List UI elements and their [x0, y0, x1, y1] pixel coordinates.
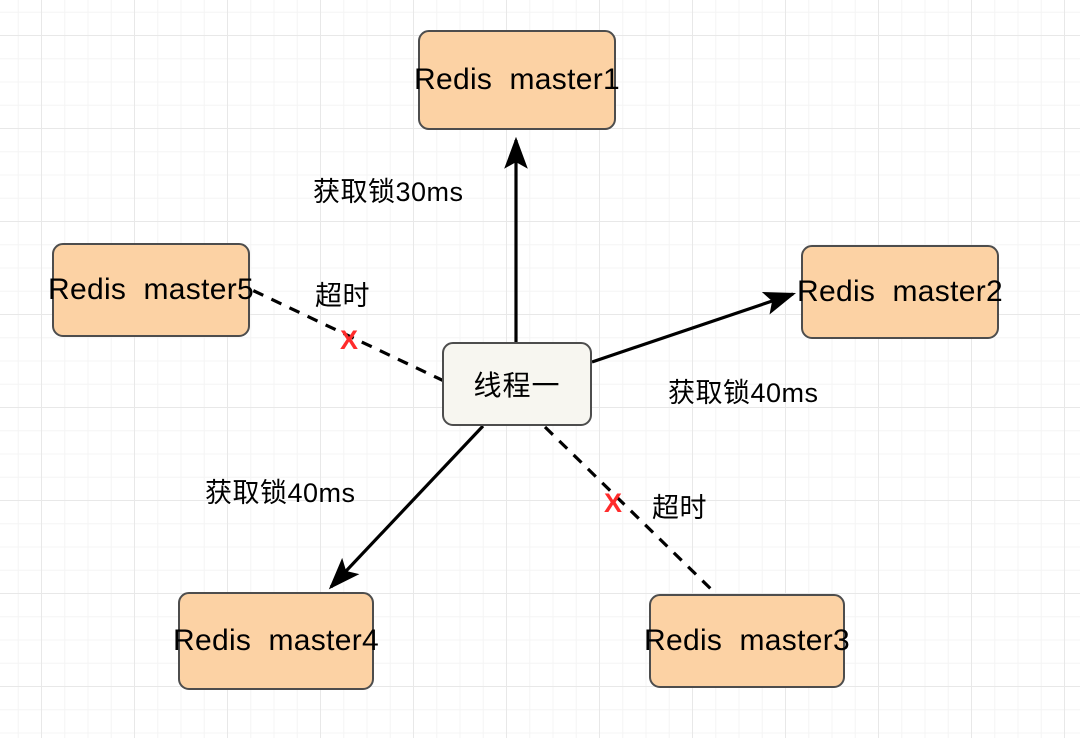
- node-label: Redis master5: [48, 273, 254, 306]
- node-thread-one[interactable]: 线程一: [442, 342, 592, 426]
- node-redis-master4[interactable]: Redis master4: [173, 592, 379, 690]
- edge-label-thread-to-master5: 超时: [315, 281, 370, 311]
- edge-label-thread-to-master3: 超时: [652, 493, 707, 523]
- timeout-x-icon-master3: X: [604, 488, 623, 518]
- node-label: Redis master2: [797, 275, 1003, 308]
- timeout-x-icon-master5: X: [340, 325, 359, 355]
- edge-label-thread-to-master2: 获取锁40ms: [668, 378, 819, 408]
- node-label: Redis master4: [173, 624, 379, 657]
- node-label: 线程一: [473, 370, 561, 401]
- edge-label-thread-to-master1: 获取锁30ms: [313, 177, 464, 207]
- node-redis-master1[interactable]: Redis master1: [414, 30, 620, 130]
- node-label: Redis master1: [414, 63, 620, 96]
- node-redis-master3[interactable]: Redis master3: [644, 594, 850, 688]
- edge-thread-to-master2: [591, 292, 797, 364]
- edge-label-thread-to-master4: 获取锁40ms: [205, 478, 356, 508]
- node-redis-master2[interactable]: Redis master2: [797, 245, 1003, 339]
- node-redis-master5[interactable]: Redis master5: [48, 243, 254, 337]
- node-label: Redis master3: [644, 624, 850, 657]
